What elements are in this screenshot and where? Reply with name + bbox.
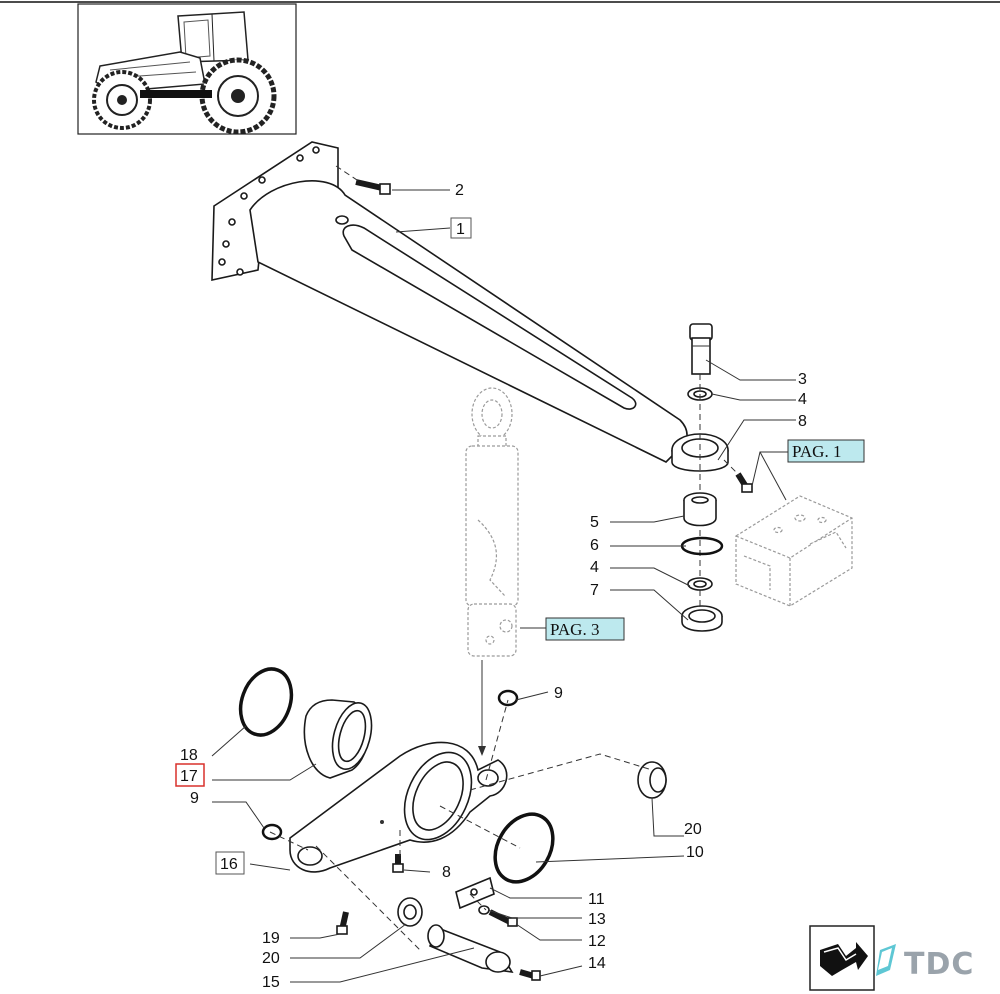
snap-ring-part-6 <box>680 536 724 556</box>
bushing-part-5 <box>683 492 717 527</box>
callout-9-upper: 9 <box>554 685 563 702</box>
o-ring-part-18 <box>238 667 294 737</box>
callout-5: 5 <box>590 514 599 531</box>
callout-18: 18 <box>180 747 198 764</box>
washer-part-13 <box>478 905 490 915</box>
callout-7: 7 <box>590 582 599 599</box>
callout-20-upper: 20 <box>684 821 702 838</box>
washer-part-4-lower <box>687 577 713 591</box>
callout-17: 17 <box>180 768 198 785</box>
kingpin-part-3 <box>689 323 713 375</box>
dust-seal-part-20-upper <box>637 761 667 799</box>
grease-nipple-part-8-lower <box>392 854 404 873</box>
callout-2: 2 <box>455 182 464 199</box>
callout-11: 11 <box>588 891 605 908</box>
bolt-part-2 <box>355 179 391 195</box>
callout-10: 10 <box>686 844 704 861</box>
grease-nipple-part-19 <box>336 911 349 935</box>
seal-part-7 <box>681 605 723 632</box>
callout-6: 6 <box>590 537 599 554</box>
dust-seal-part-20-lower <box>397 897 423 927</box>
pivot-pin-part-15 <box>427 924 514 974</box>
callout-13: 13 <box>588 911 606 928</box>
grease-nipple-part-8-upper <box>735 472 753 493</box>
callout-4-upper: 4 <box>798 391 807 408</box>
callout-8-lower: 8 <box>442 864 451 881</box>
callout-3: 3 <box>798 371 807 388</box>
callout-1-box <box>450 217 472 239</box>
page-ref-pag-1[interactable]: PAG. 1 <box>787 439 865 463</box>
tdc-logo: TDC <box>876 944 974 982</box>
bolt-part-12 <box>488 909 518 927</box>
callout-12: 12 <box>588 933 606 950</box>
callout-9-lower: 9 <box>190 790 199 807</box>
page-ref-pag-1-label: PAG. 1 <box>792 442 841 461</box>
callout-16: 16 <box>220 856 238 873</box>
tdc-logo-text: TDC <box>904 947 974 982</box>
callout-15: 15 <box>262 974 280 991</box>
o-ring-part-10 <box>493 812 555 884</box>
axle-beam-part-1 <box>211 141 729 472</box>
page-ref-pag-3[interactable]: PAG. 3 <box>545 617 625 641</box>
lock-plate-part-11 <box>455 876 495 910</box>
callout-8-upper: 8 <box>798 413 807 430</box>
page-ref-pag-3-label: PAG. 3 <box>550 620 599 639</box>
next-page-arrow-button[interactable] <box>809 925 875 991</box>
circlip-part-9-upper <box>497 689 519 707</box>
callout-20-lower: 20 <box>262 950 280 967</box>
bushing-part-17 <box>303 699 373 779</box>
callout-16-box <box>215 851 245 875</box>
ghost-mounting-block <box>735 495 853 607</box>
callout-4-lower: 4 <box>590 559 599 576</box>
callout-14: 14 <box>588 955 606 972</box>
tractor-thumbnail <box>77 3 297 135</box>
callout-19: 19 <box>262 930 280 947</box>
callout-17-highlight-box <box>175 763 205 787</box>
ghost-steering-cylinder <box>465 387 519 657</box>
circlip-part-9-lower <box>261 823 283 841</box>
steering-arm-part-16 <box>289 741 508 873</box>
callout-1: 1 <box>456 221 465 238</box>
grease-nipple-part-14 <box>519 969 541 981</box>
